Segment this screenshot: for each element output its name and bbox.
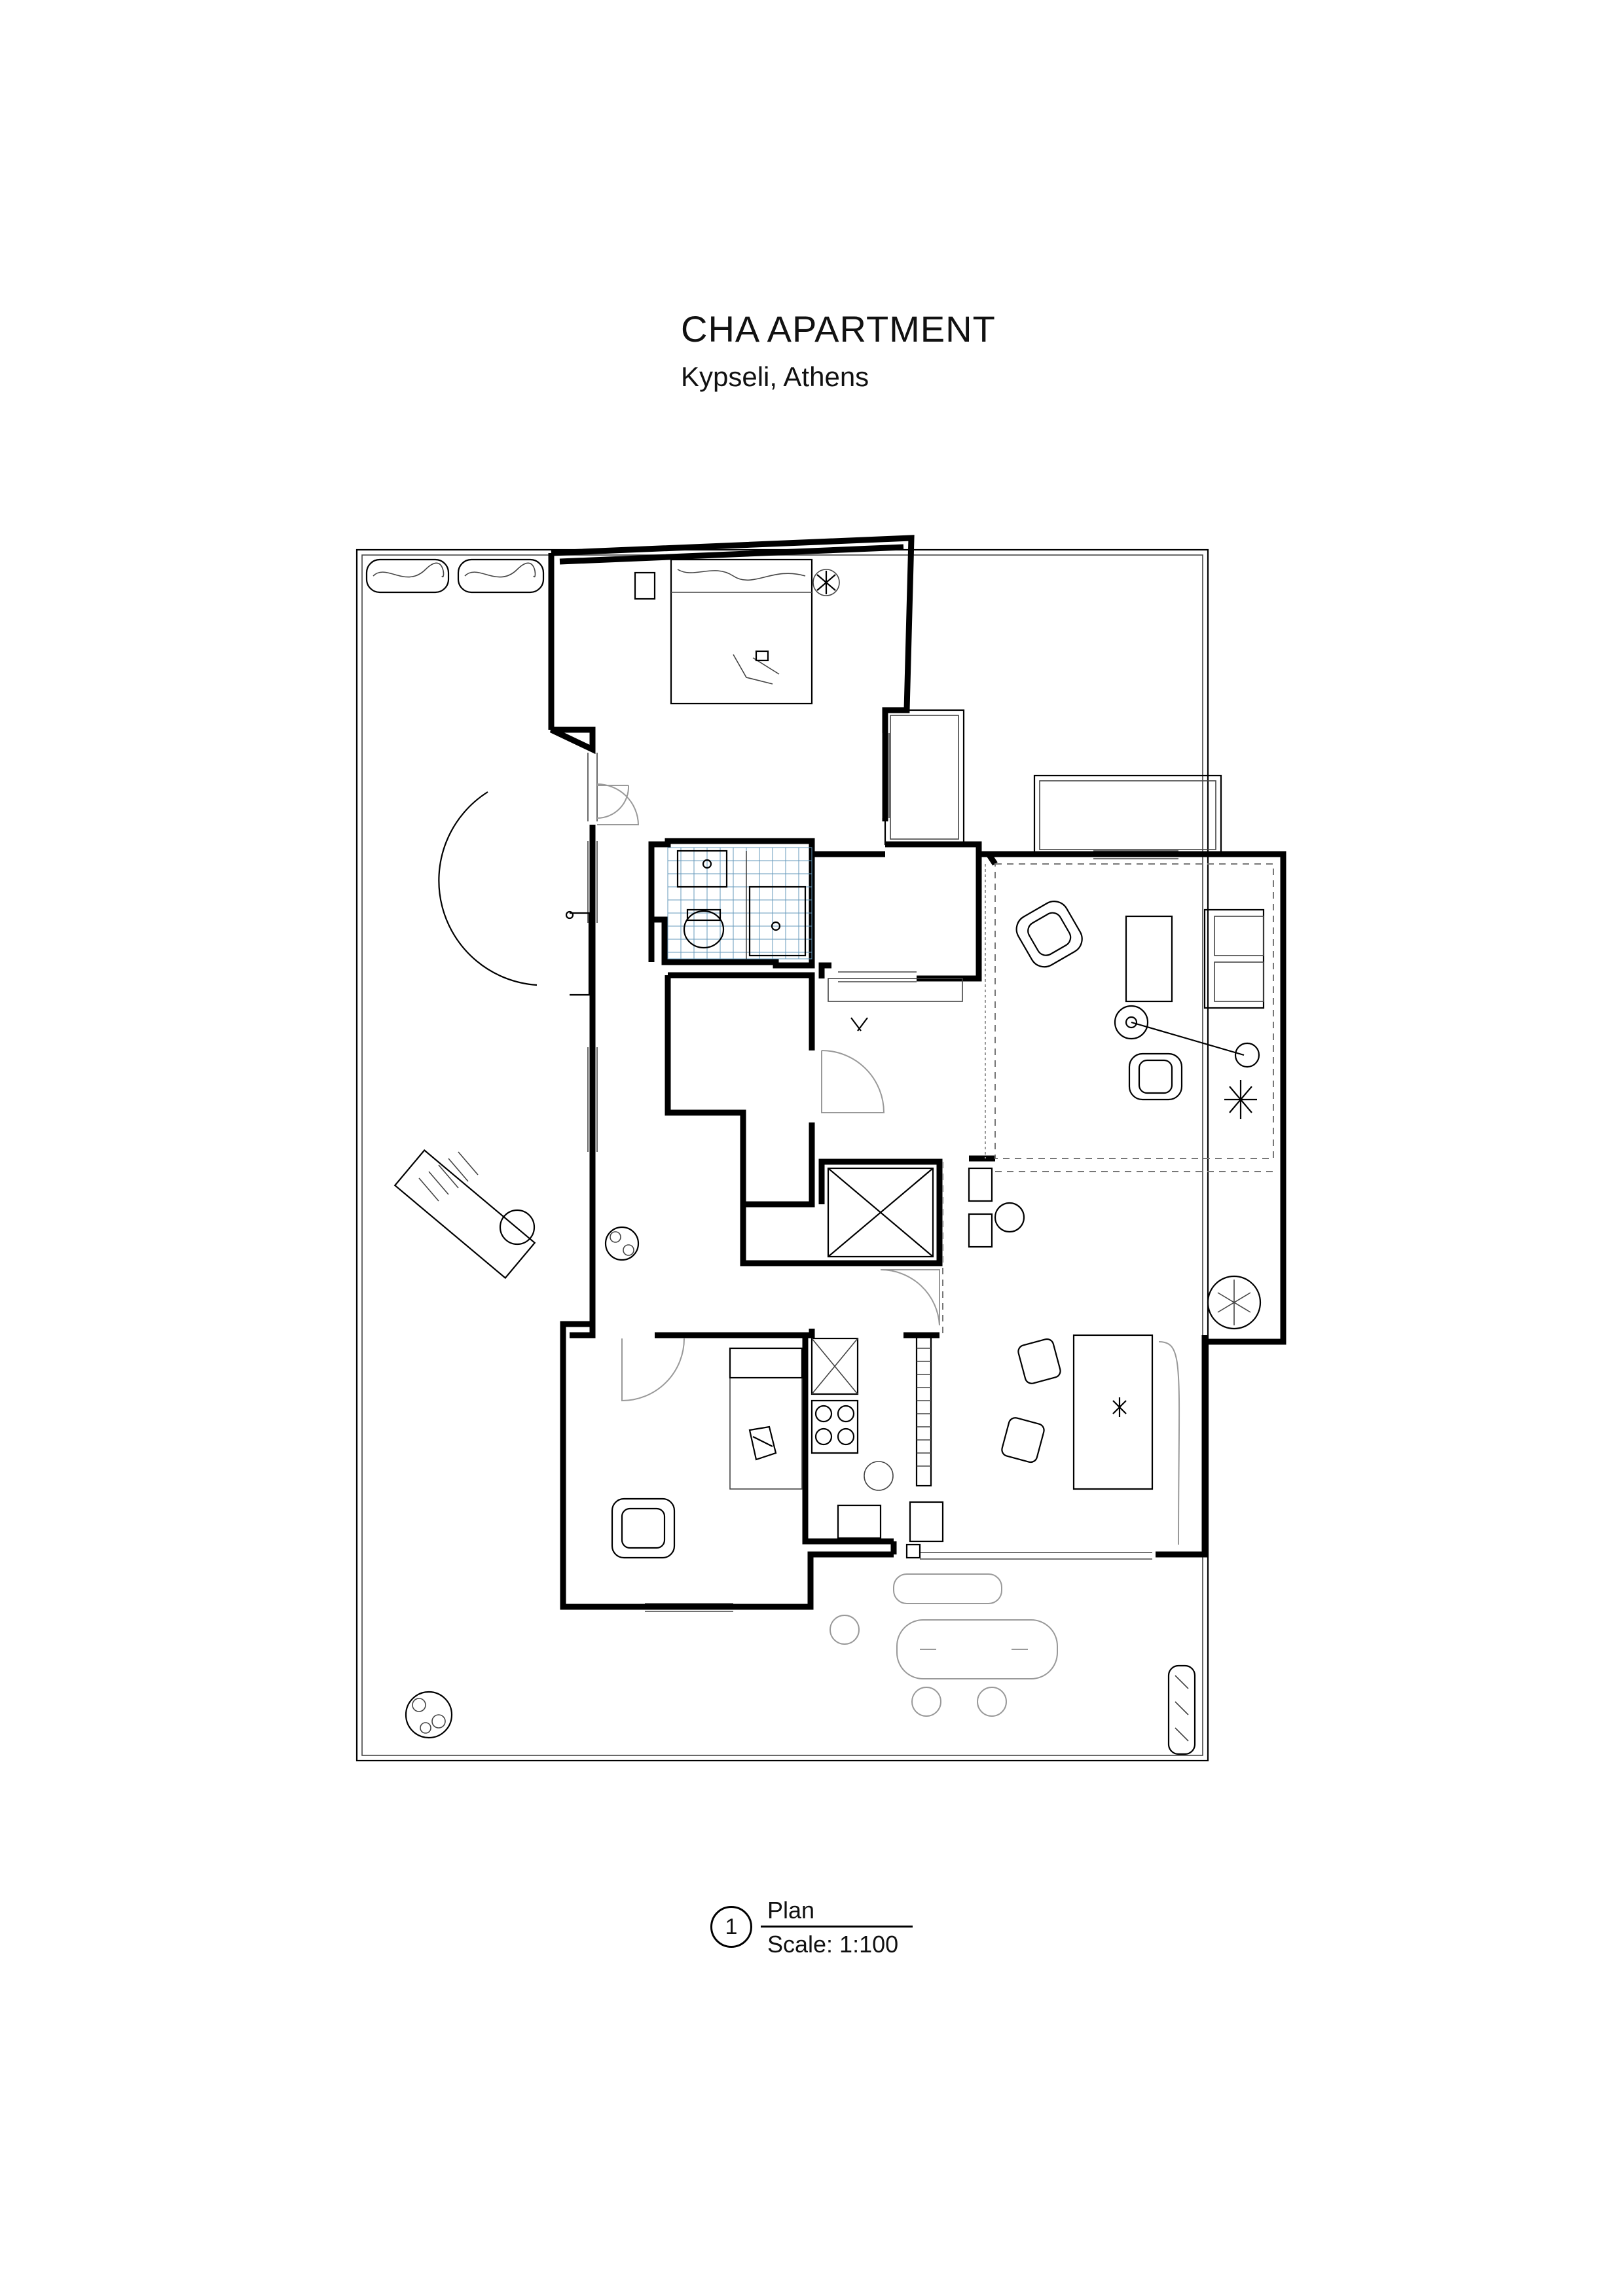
drawing-name: Plan <box>767 1897 815 1924</box>
page-subtitle: Kypseli, Athens <box>681 361 869 392</box>
door-swings <box>438 783 940 1402</box>
interior-walls <box>648 838 1208 1554</box>
kitchen-stairs <box>811 978 963 1543</box>
bathroom <box>667 847 812 960</box>
living-room-furniture <box>985 863 1274 1172</box>
legend-divider <box>761 1926 913 1928</box>
bedroom-furniture <box>634 558 840 705</box>
dining-furniture <box>968 1167 1262 1545</box>
drawing-number-circle: 1 <box>710 1906 752 1948</box>
drawing-scale: Scale: 1:100 <box>767 1931 899 1958</box>
terrace-outline <box>356 548 1209 1762</box>
page-title: CHA APARTMENT <box>681 308 996 350</box>
terrace-furniture <box>393 1149 1058 1717</box>
balconies <box>884 709 1222 855</box>
planters <box>365 558 1196 1755</box>
study-furniture <box>611 1347 803 1559</box>
windows <box>587 733 1178 1612</box>
